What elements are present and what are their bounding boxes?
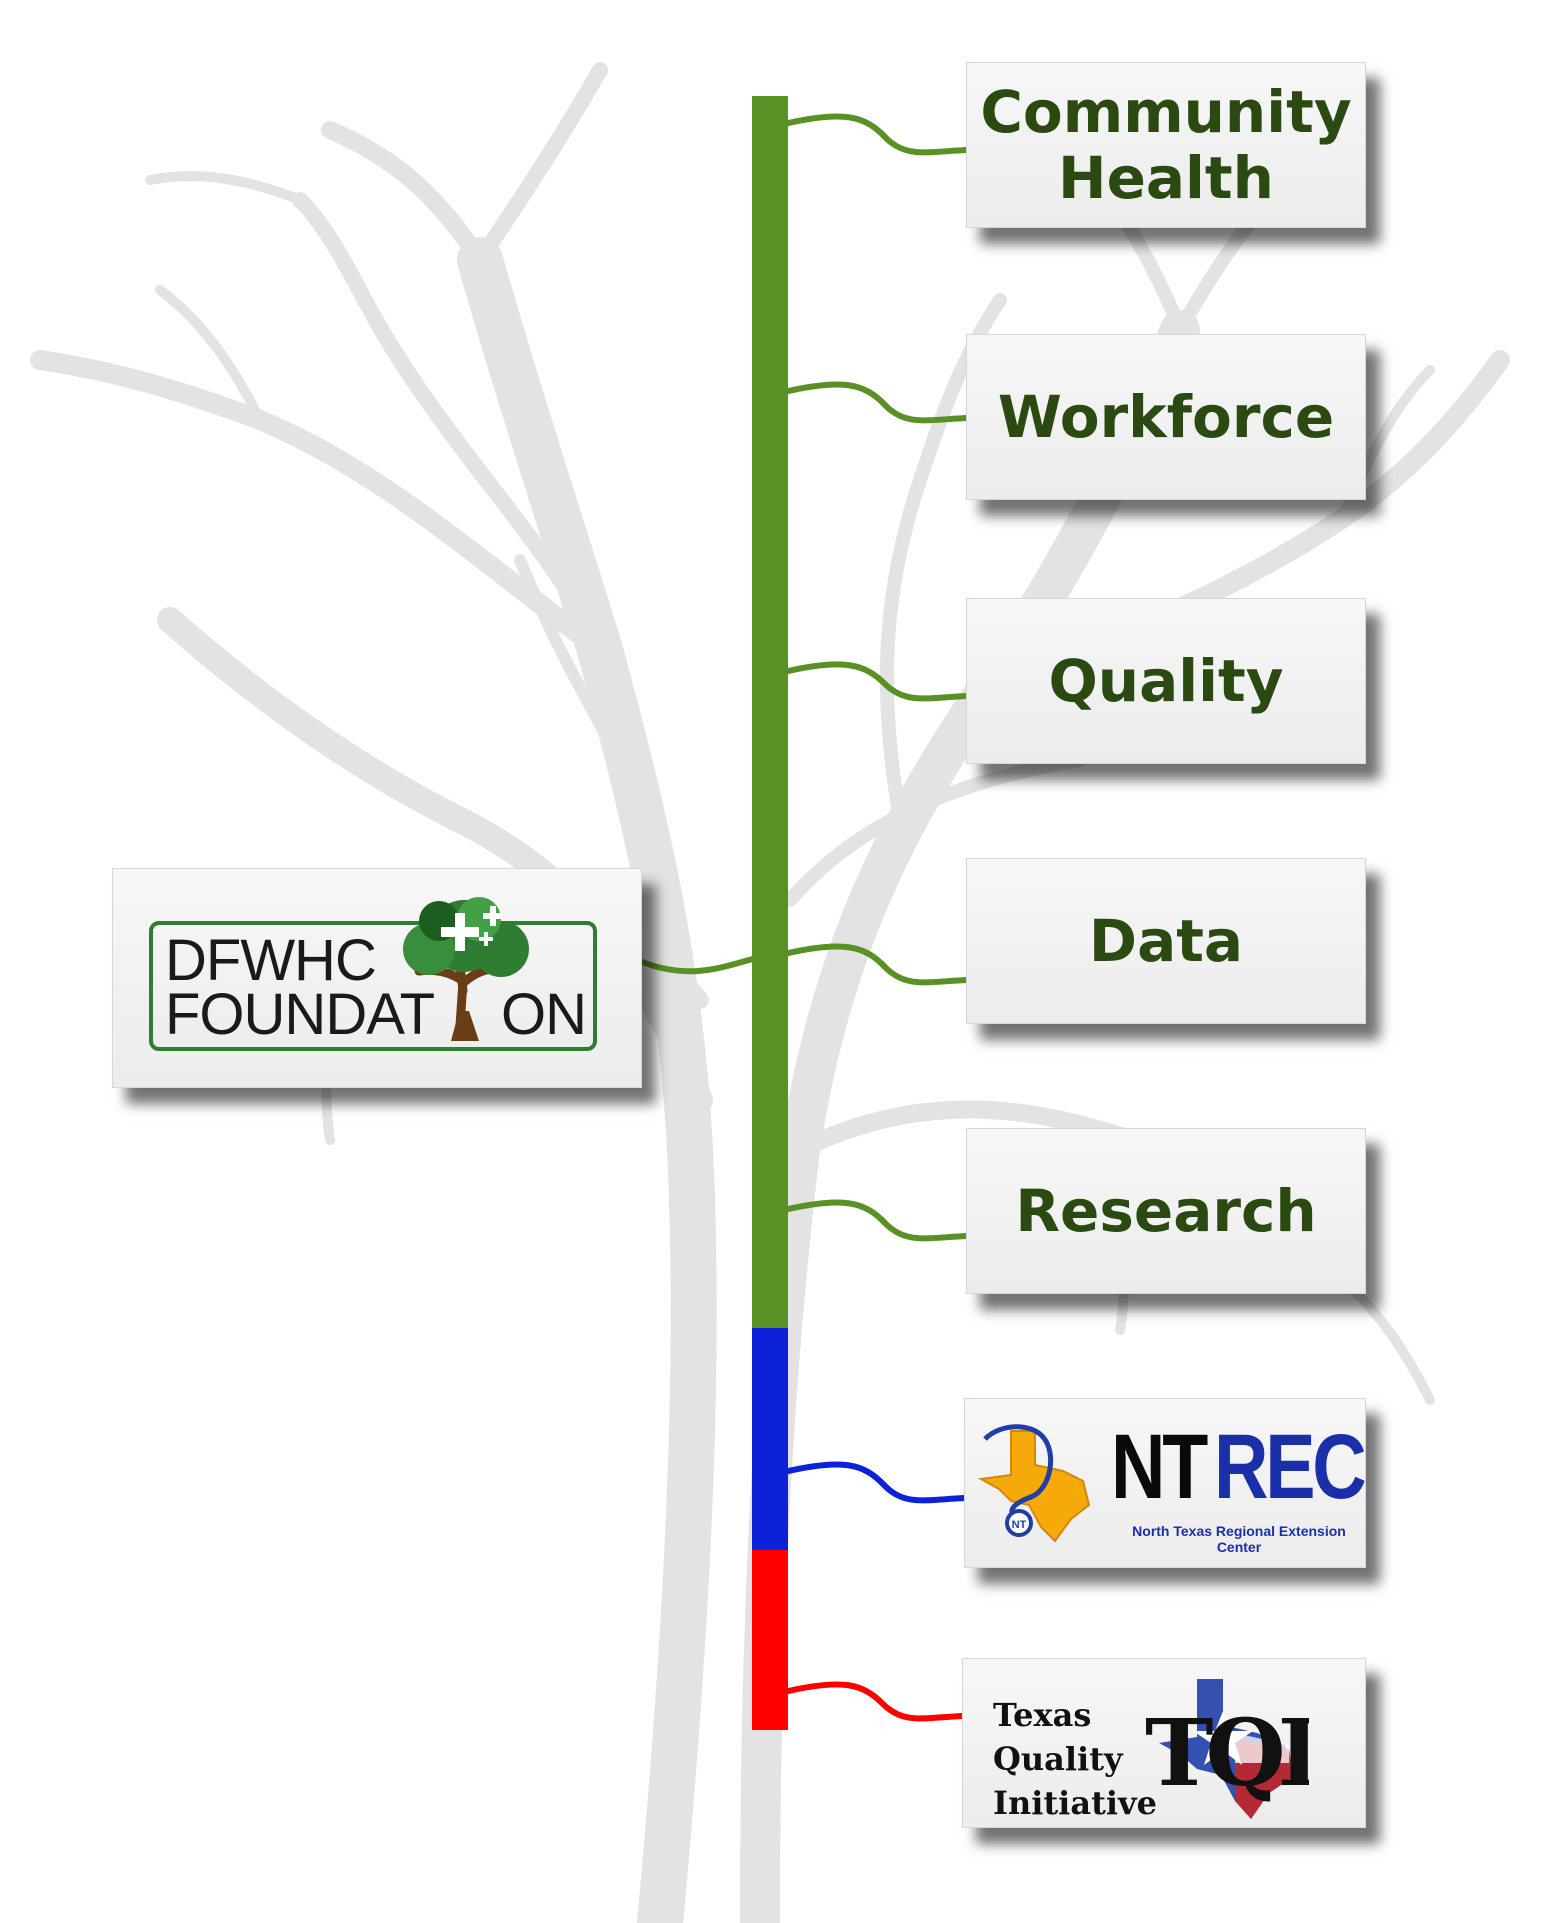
- trunk-bar: [752, 96, 788, 1730]
- connector-root: [639, 955, 759, 975]
- connector-3: [781, 943, 969, 986]
- branch-quality: Quality: [966, 598, 1366, 764]
- branch-workforce: Workforce: [966, 334, 1366, 500]
- branch-label: Workforce: [997, 383, 1335, 451]
- tqi-logo: Texas Quality Initiative TQI: [962, 1658, 1366, 1828]
- dfwhc-foundation-logo: DFWHC FOUNDAT ON: [112, 868, 642, 1088]
- trunk-blue-segment: [752, 1328, 788, 1550]
- connector-2: [781, 661, 969, 702]
- ntrec-rec: REC: [1214, 1416, 1367, 1518]
- logo-line-2b: ON: [501, 982, 587, 1047]
- trunk-green-segment: [752, 96, 788, 1328]
- texas-star-icon: TQI: [1145, 1679, 1309, 1819]
- trunk-red-segment: [752, 1550, 788, 1730]
- ntrec-subtitle: North Texas Regional Extension Center: [1132, 1523, 1346, 1555]
- connectors: [639, 113, 969, 1722]
- ntrec-nt: NT: [1111, 1416, 1208, 1518]
- tqi-wordmark: Texas Quality Initiative: [993, 1696, 1157, 1822]
- connector-0: [781, 113, 969, 156]
- ntrec-logo: NT NT REC North Texas Regional Extension…: [964, 1398, 1367, 1568]
- branch-community-health: Community Health: [966, 62, 1366, 228]
- logo-line-2a: FOUNDAT: [165, 982, 435, 1047]
- logo-frame: [149, 921, 597, 1051]
- tree-icon: [403, 897, 529, 1041]
- branch-label: Research: [1015, 1177, 1317, 1245]
- branch-label: Quality: [1048, 647, 1284, 715]
- tqi-mark: TQI: [1145, 1699, 1309, 1807]
- branch-label: Data: [1088, 907, 1244, 975]
- connector-1: [781, 381, 969, 424]
- connector-tqi: [781, 1681, 965, 1722]
- branch-label: Community Health: [980, 78, 1352, 212]
- texas-stethoscope-icon: NT: [977, 1424, 1091, 1543]
- connector-ntrec: [781, 1461, 967, 1504]
- connector-4: [781, 1199, 969, 1242]
- stethoscope-badge: NT: [1012, 1519, 1027, 1531]
- branch-research: Research: [966, 1128, 1366, 1294]
- branch-data: Data: [966, 858, 1366, 1024]
- logo-line-1: DFWHC: [165, 928, 377, 993]
